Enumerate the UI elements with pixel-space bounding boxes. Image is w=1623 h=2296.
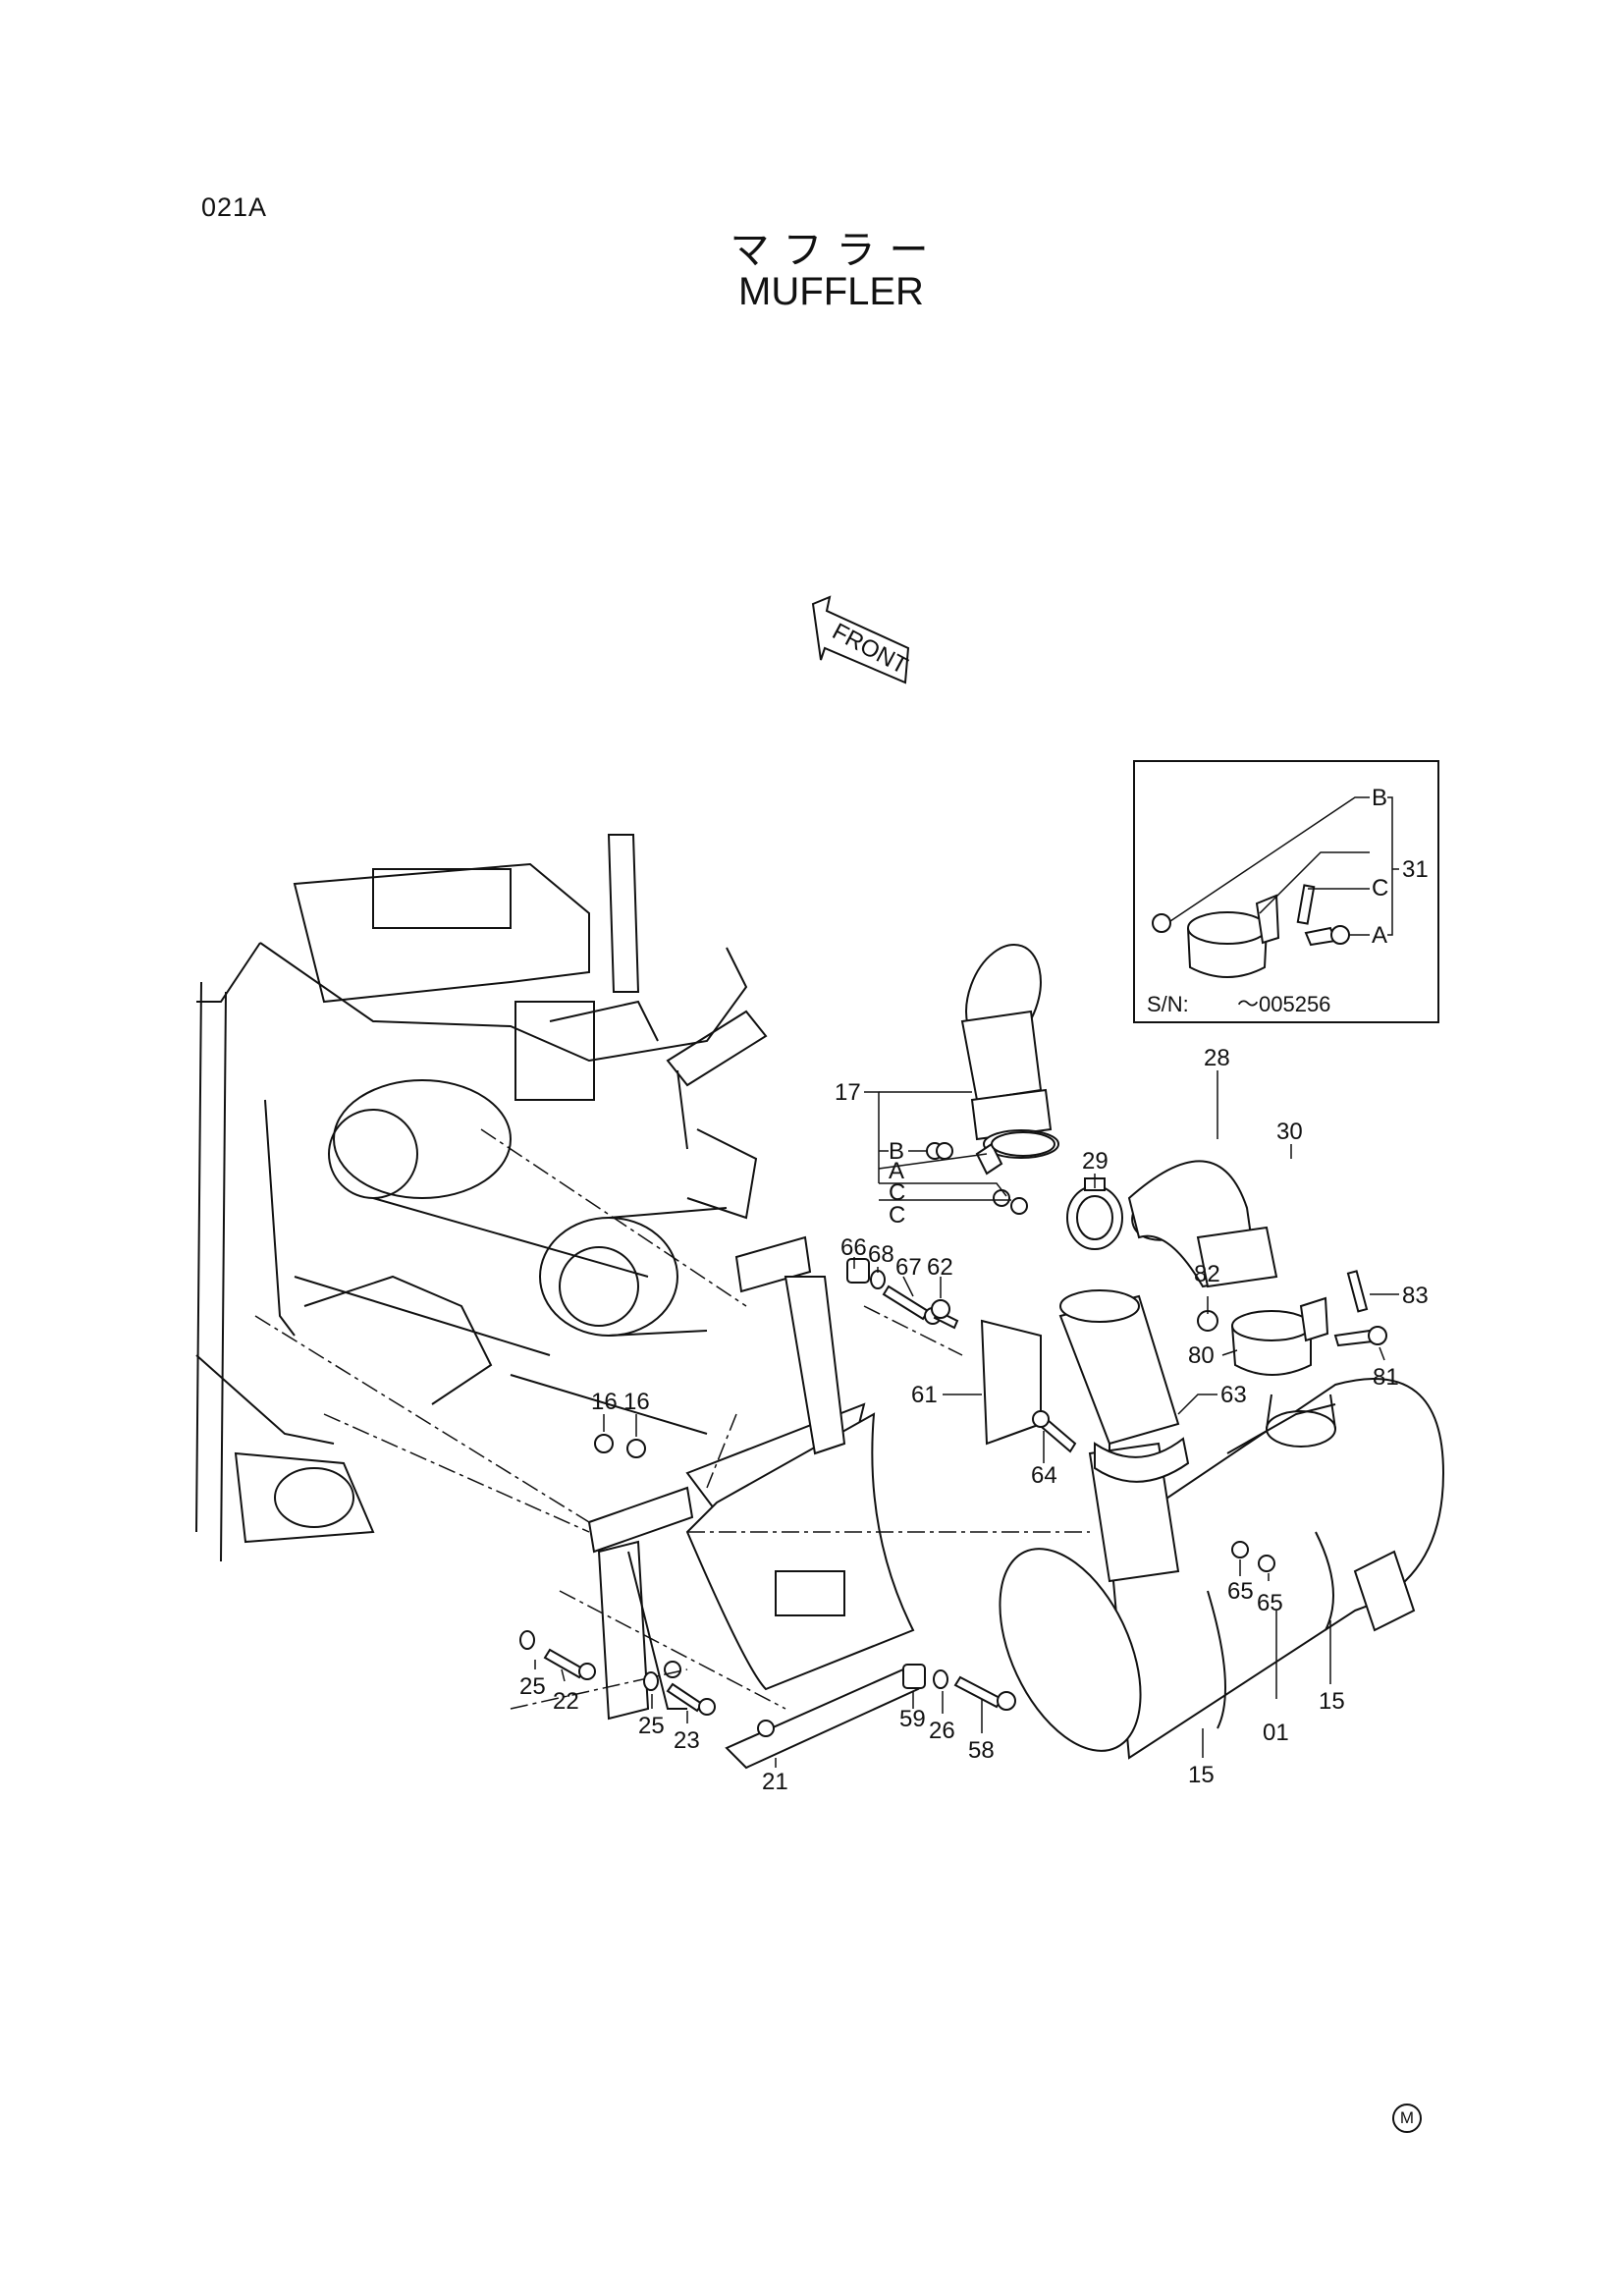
nut-16a bbox=[594, 1434, 614, 1453]
callout-15b: 15 bbox=[1319, 1688, 1345, 1715]
callout-61: 61 bbox=[911, 1382, 938, 1408]
callout-58: 58 bbox=[968, 1737, 995, 1764]
callout-25b: 25 bbox=[638, 1713, 665, 1739]
rain-cap-17 bbox=[960, 943, 1059, 1175]
callout-64: 64 bbox=[1031, 1462, 1057, 1489]
clamp-80 bbox=[1197, 1270, 1387, 1376]
washer-25b bbox=[643, 1671, 659, 1691]
serial-range: ～005256 bbox=[1237, 992, 1330, 1016]
muffler-01 bbox=[999, 1378, 1445, 1760]
elbow-28 bbox=[1127, 1160, 1278, 1288]
callout-labels: 17 B A C C 28 29 30 82 83 80 81 66 68 67… bbox=[519, 1045, 1429, 1795]
exhaust-pipe-63 bbox=[1058, 1289, 1190, 1583]
spacer-66 bbox=[846, 1258, 870, 1284]
inset-box: B C A 31 S/N: ～005256 bbox=[1133, 760, 1439, 1023]
callout-16b: 16 bbox=[623, 1389, 650, 1415]
bolt-67 bbox=[882, 1285, 930, 1321]
assembly-centerlines bbox=[254, 1128, 1090, 1710]
callout-29: 29 bbox=[1082, 1148, 1109, 1175]
callout-59: 59 bbox=[899, 1706, 926, 1732]
callout-25a: 25 bbox=[519, 1673, 546, 1700]
callout-83: 83 bbox=[1402, 1283, 1429, 1309]
washer-25a bbox=[519, 1630, 535, 1650]
front-arrow-label: FRONT bbox=[828, 618, 912, 680]
callout-17: 17 bbox=[835, 1079, 861, 1106]
small-hardware bbox=[519, 1131, 1275, 1716]
callout-17-C2: C bbox=[889, 1202, 905, 1229]
callout-17-A: A bbox=[889, 1158, 904, 1184]
nut-16b bbox=[626, 1439, 646, 1458]
nut-inset bbox=[1152, 913, 1171, 933]
callout-65a: 65 bbox=[1227, 1578, 1254, 1605]
callout-67: 67 bbox=[895, 1254, 922, 1281]
callout-22: 22 bbox=[553, 1688, 579, 1715]
bolt-81 bbox=[1333, 1329, 1375, 1347]
bolt-23 bbox=[666, 1682, 704, 1713]
washer-26 bbox=[933, 1669, 948, 1689]
callout-16a: 16 bbox=[591, 1389, 618, 1415]
callout-82: 82 bbox=[1194, 1261, 1220, 1287]
page-code: 021A bbox=[201, 192, 268, 222]
callout-01: 01 bbox=[1263, 1720, 1289, 1746]
inset-callout-C: C bbox=[1372, 875, 1388, 902]
callout-15a: 15 bbox=[1188, 1762, 1215, 1788]
nut-65b bbox=[1258, 1555, 1275, 1572]
callout-68: 68 bbox=[868, 1241, 894, 1268]
inset-callout-B: B bbox=[1372, 785, 1387, 811]
callout-23: 23 bbox=[674, 1727, 700, 1754]
callout-63: 63 bbox=[1220, 1382, 1247, 1408]
callout-21: 21 bbox=[762, 1769, 788, 1795]
callout-17-B: B bbox=[889, 1138, 904, 1165]
callout-28: 28 bbox=[1204, 1045, 1230, 1071]
bracket-61 bbox=[980, 1319, 1042, 1446]
pin-83 bbox=[1346, 1270, 1369, 1313]
callout-26: 26 bbox=[929, 1718, 955, 1744]
bracket-21 bbox=[587, 1235, 920, 1770]
washer-68 bbox=[870, 1270, 886, 1289]
inset-callout-31: 31 bbox=[1402, 856, 1429, 883]
inset-callout-A: A bbox=[1372, 922, 1387, 949]
callout-80: 80 bbox=[1188, 1342, 1215, 1369]
callout-65b: 65 bbox=[1257, 1590, 1283, 1616]
callout-81: 81 bbox=[1373, 1364, 1399, 1391]
nut-65a bbox=[1231, 1541, 1249, 1558]
title-japanese: マフラー bbox=[730, 229, 943, 272]
clamp-29 bbox=[1066, 1177, 1123, 1250]
manufacturer-mark: M bbox=[1392, 2104, 1422, 2133]
bolt-22 bbox=[543, 1648, 586, 1679]
callout-66: 66 bbox=[840, 1234, 867, 1261]
bolt-58 bbox=[953, 1675, 1003, 1709]
engine-illustration bbox=[195, 834, 768, 1562]
serial-label: S/N: bbox=[1147, 992, 1189, 1016]
front-arrow: FRONT bbox=[811, 595, 912, 684]
callout-62: 62 bbox=[927, 1254, 953, 1281]
spacer-59 bbox=[902, 1664, 926, 1689]
pin-inset bbox=[1296, 884, 1316, 925]
title-english: MUFFLER bbox=[738, 270, 924, 313]
leader-lines bbox=[534, 1070, 1399, 1768]
clamp-band-inset bbox=[1187, 911, 1268, 945]
callout-30: 30 bbox=[1276, 1119, 1303, 1145]
callout-17-C1: C bbox=[889, 1179, 905, 1206]
